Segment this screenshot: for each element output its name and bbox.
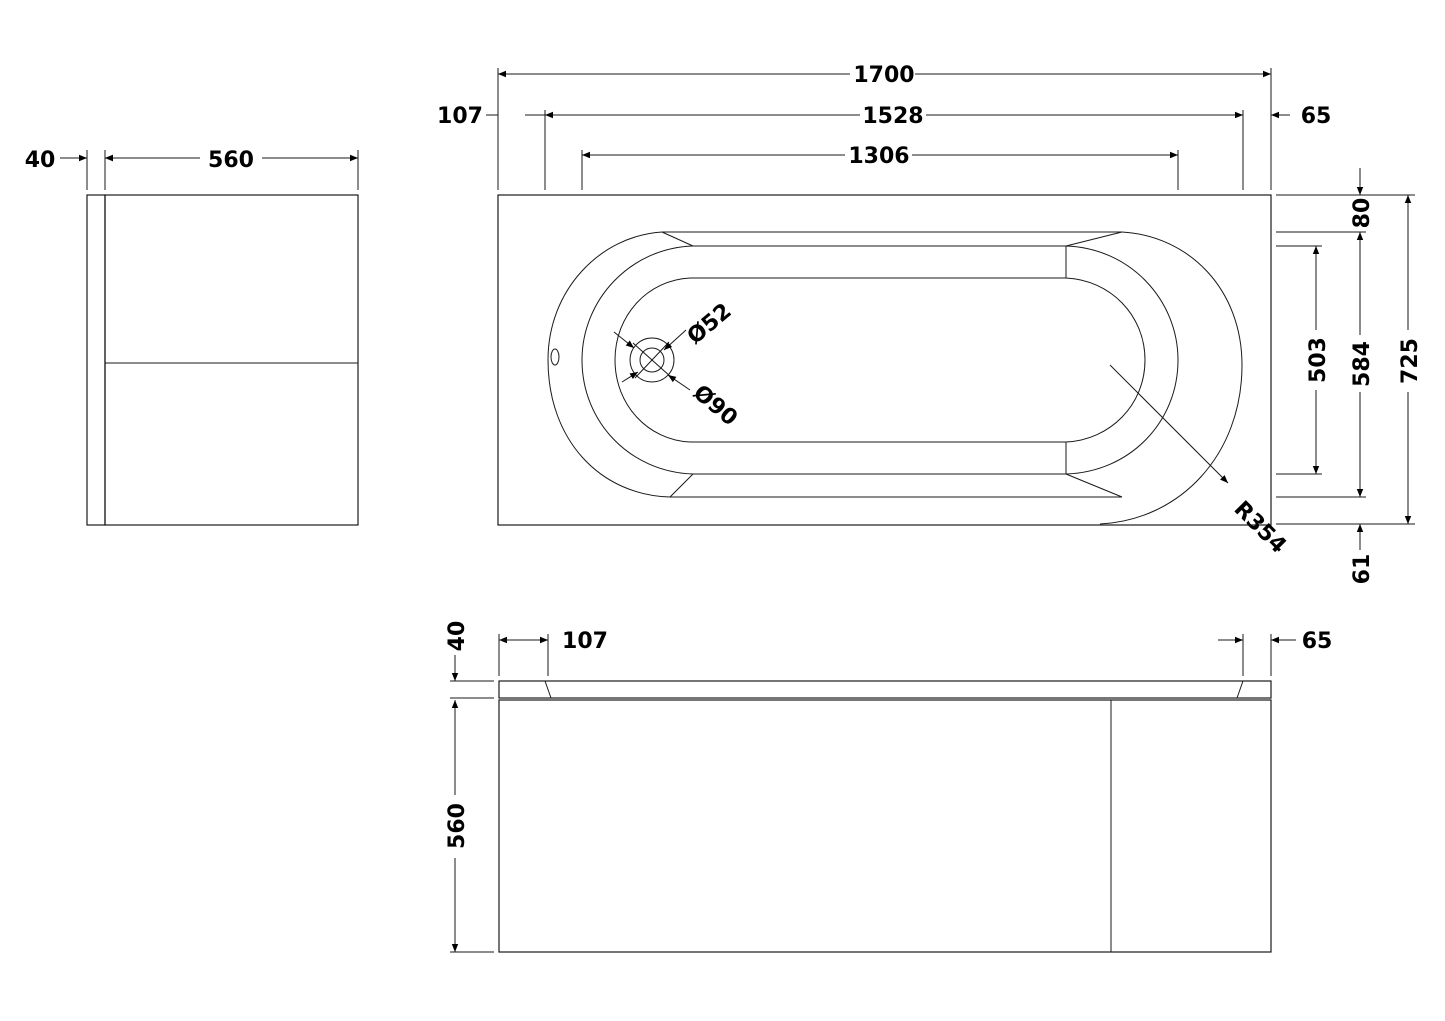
top-rim-label: 80 <box>1350 198 1375 229</box>
right-rim-label: 65 <box>1301 104 1332 129</box>
radius-label: R354 <box>1229 497 1291 559</box>
front-left-rim-label: 107 <box>562 629 608 654</box>
rim-height-label: 40 <box>445 621 470 652</box>
side-panel <box>86 194 106 526</box>
inner-width-label: 584 <box>1350 341 1375 387</box>
waste-inner-circle <box>639 347 665 373</box>
front-panel <box>498 699 1272 953</box>
floor-width-label: 503 <box>1306 337 1331 383</box>
side-depth-label: 560 <box>208 148 254 173</box>
floor-length-label: 1306 <box>848 144 909 169</box>
side-view: 40 560 <box>25 148 359 526</box>
front-view: 107 65 40 560 <box>445 621 1333 953</box>
panel-height-label: 560 <box>445 803 470 849</box>
side-panel-thickness-label: 40 <box>25 148 56 173</box>
plan-view: Ø52 Ø90 R354 1700 1528 107 65 1306 8 <box>437 63 1423 584</box>
inner-length-label: 1528 <box>862 104 923 129</box>
bottom-rim-label: 61 <box>1350 554 1375 585</box>
side-body <box>104 194 359 526</box>
front-rim <box>498 680 1272 699</box>
bath-floor <box>614 277 1146 443</box>
overall-width-label: 725 <box>1398 338 1423 384</box>
overflow-icon <box>550 348 560 366</box>
waste-inner-label: Ø52 <box>683 299 737 350</box>
overall-length-label: 1700 <box>853 63 914 88</box>
middle-rim <box>581 245 1179 475</box>
waste-outer-circle <box>629 337 675 383</box>
left-rim-label: 107 <box>437 104 483 129</box>
outer-rim <box>547 231 1243 525</box>
front-right-rim-label: 65 <box>1302 629 1333 654</box>
plan-outline <box>497 194 1272 526</box>
waste-outer-label: Ø90 <box>688 380 742 431</box>
